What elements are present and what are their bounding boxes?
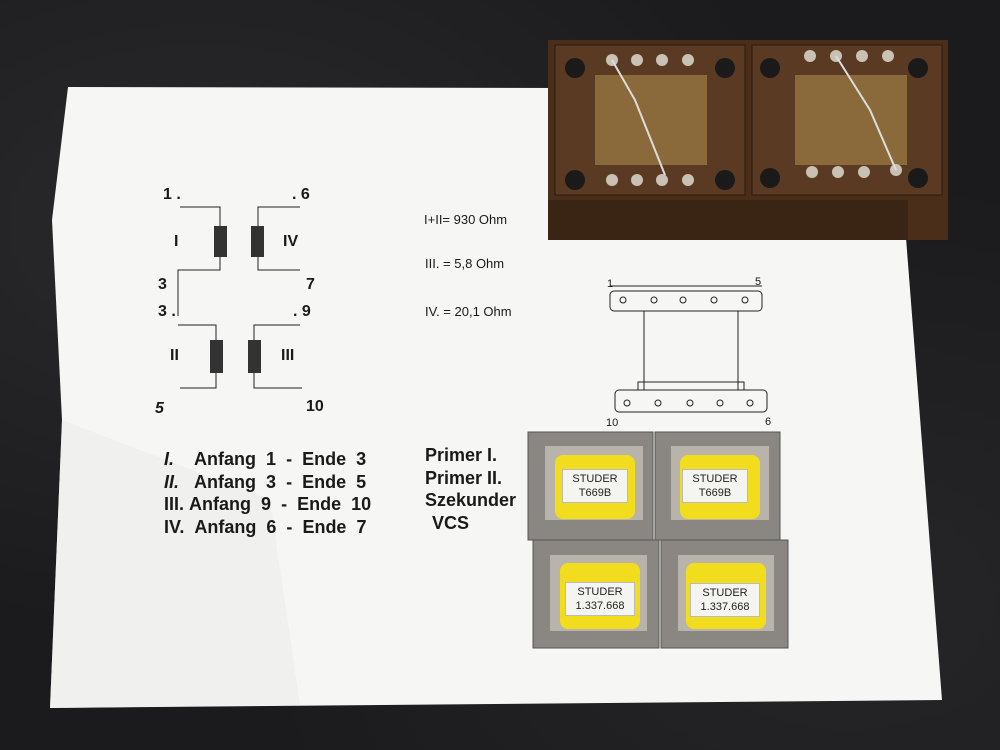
table-row-III: III. Anfang 9 - Ende 10 [164, 494, 372, 514]
schematic-wires [177, 206, 768, 413]
brown-transformer-pair [548, 40, 948, 240]
role-primer-2: Primer II. [425, 468, 503, 488]
bobbin-pin-6: 6 [765, 416, 772, 428]
winding-III-label: III [281, 347, 295, 364]
role-vcs: VCS [432, 513, 470, 533]
resistance-III: III. = 5,8 Ohm [425, 256, 505, 271]
winding-II-label: II [170, 347, 179, 364]
pin-10-label: 10 [306, 398, 324, 415]
pin-5-label: 5 [155, 400, 164, 417]
pin-9-label: . 9 [293, 303, 311, 320]
pin-1-label: 1 . [163, 186, 181, 203]
resistance-IV: IV. = 20,1 Ohm [425, 304, 512, 319]
winding-symbols [210, 226, 264, 373]
winding-IV-label: IV [283, 233, 299, 250]
resistance-I-II: I+II= 930 Ohm [424, 212, 508, 227]
role-primer-1: Primer I. [425, 445, 498, 465]
pin-6-label: . 6 [292, 186, 310, 203]
bobbin-pin-1: 1 [607, 278, 614, 290]
role-szekunder: Szekunder [425, 490, 517, 510]
bobbin-pin-5: 5 [755, 276, 762, 288]
bobbin-pin-10: 10 [606, 417, 619, 429]
table-row-IV: IV. Anfang 6 - Ende 7 [164, 517, 367, 537]
pin-3-lower-label: 3 . [158, 303, 176, 320]
table-row-II: II. Anfang 3 - Ende 5 [164, 472, 367, 492]
table-row-I: I. Anfang 1 - Ende 3 [164, 449, 367, 469]
pin-3-upper-label: 3 [158, 276, 167, 293]
bobbin-pin-holes [619, 296, 754, 407]
pin-7-label: 7 [306, 276, 315, 293]
winding-I-label: I [174, 233, 179, 250]
